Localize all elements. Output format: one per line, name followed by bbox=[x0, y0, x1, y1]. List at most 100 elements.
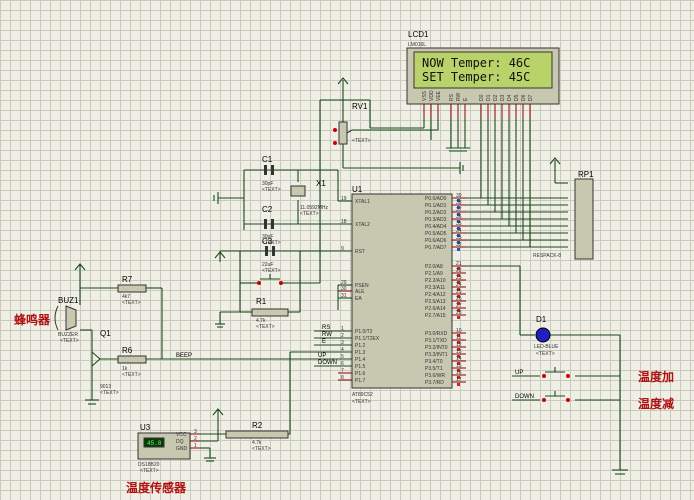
mcu-pin-name-12: P3.2/INT0 bbox=[425, 345, 448, 351]
up-button[interactable] bbox=[542, 367, 570, 378]
mcu-pin-num-27: 27 bbox=[456, 303, 462, 309]
mcu-pin-num-11: 11 bbox=[456, 335, 461, 341]
q1-transistor[interactable]: Q1 9013 <TEXT> bbox=[91, 329, 119, 396]
mcu-pin-name-14: P3.4/T0 bbox=[425, 359, 443, 365]
mcu-pin-num-35: 35 bbox=[456, 221, 462, 227]
lcd-module[interactable]: LCD1 LM016L NOW Temper: 46C SET Temper: … bbox=[406, 30, 560, 105]
rv1-text: <TEXT> bbox=[352, 138, 371, 144]
q1-model: 9013 bbox=[100, 384, 111, 390]
net-label-down-p1: DOWN bbox=[318, 360, 337, 366]
mcu-pin-name-7: P1.6 bbox=[355, 371, 366, 377]
r1-value: 4.7k bbox=[256, 318, 266, 324]
lcd-ref: LCD1 bbox=[408, 30, 429, 39]
label-buzzer: 蜂鸣器 bbox=[14, 312, 51, 327]
x1-value: 11.0592MHz bbox=[300, 205, 328, 211]
net-label-e: E bbox=[322, 339, 326, 345]
down-button[interactable] bbox=[542, 391, 570, 402]
sensor-pin-num-1: 1 bbox=[194, 443, 197, 449]
mcu-pin-num-25: 25 bbox=[456, 289, 462, 295]
net-label-up-btn: UP bbox=[515, 370, 523, 376]
mcu-pin-num-7: 7 bbox=[341, 368, 344, 374]
rp1-resistor-pack[interactable]: RP1 RESPACK-8 bbox=[533, 170, 594, 260]
mcu-pin-name-36: P0.3/AD3 bbox=[425, 217, 447, 223]
net-label-up-p1: UP bbox=[318, 353, 326, 359]
label-temp-up: 温度加 bbox=[638, 369, 674, 384]
d1-led[interactable]: D1 LED-BLUE <TEXT> bbox=[534, 315, 559, 357]
mcu-pin-num-24: 24 bbox=[456, 282, 462, 288]
ground-symbol-lcd bbox=[370, 162, 464, 174]
mcu-pin-name-37: P0.2/AD2 bbox=[425, 210, 447, 216]
sensor-pin-name-dq: DQ bbox=[176, 439, 184, 445]
buzzer-model: BUZZER bbox=[58, 332, 78, 338]
x1-crystal[interactable]: X1 11.0592MHz <TEXT> bbox=[290, 179, 328, 217]
mcu-pin-num-17: 17 bbox=[456, 377, 462, 383]
mcu-pin-num-16: 16 bbox=[456, 370, 462, 376]
sensor-pin-num-3: 3 bbox=[194, 429, 197, 435]
lcd-line-1: NOW Temper: 46C bbox=[422, 56, 530, 70]
c1-ref: C1 bbox=[262, 155, 273, 164]
r2-resistor[interactable]: R2 4.7k <TEXT> bbox=[225, 421, 289, 452]
rv1-potentiometer[interactable]: RV1 <TEXT> bbox=[333, 102, 371, 145]
mcu-pin-num-26: 26 bbox=[456, 296, 462, 302]
mcu-pin-name-32: P0.7/AD7 bbox=[425, 245, 447, 251]
mcu-pin-name-15: P3.5/T1 bbox=[425, 366, 443, 372]
lcd-model: LM016L bbox=[408, 42, 426, 48]
mcu-pin-name-27: P2.6/A14 bbox=[425, 306, 446, 312]
buzzer[interactable]: BUZ1 BUZZER <TEXT> bbox=[54, 296, 79, 344]
r6-resistor[interactable]: R6 1k <TEXT> bbox=[117, 346, 147, 378]
r2-ref: R2 bbox=[252, 421, 263, 430]
lcd-pin-d2: D2 bbox=[493, 94, 499, 101]
mcu-pin-num-13: 13 bbox=[456, 349, 462, 355]
sensor-pin-name-vcc: VCC bbox=[176, 432, 187, 438]
r1-resistor[interactable]: R1 4.7k <TEXT> bbox=[251, 297, 289, 330]
mcu-right-pin-labels: 39P0.0/AD038P0.1/AD137P0.2/AD236P0.3/AD3… bbox=[425, 193, 466, 386]
reset-button[interactable] bbox=[252, 274, 288, 285]
c3-capacitor[interactable]: C3 22uF <TEXT> bbox=[262, 237, 281, 274]
c1-capacitor[interactable]: C1 30pF <TEXT> bbox=[262, 155, 281, 193]
mcu-pin-num-34: 34 bbox=[456, 228, 462, 234]
mcu-pin-name-10: P3.0/RXD bbox=[425, 331, 448, 337]
net-label-rs: RS bbox=[322, 325, 330, 331]
d1-ref: D1 bbox=[536, 315, 547, 324]
c2-value: 30pF bbox=[262, 234, 273, 240]
q1-ref: Q1 bbox=[100, 329, 111, 338]
lcd-pin-rs: RS bbox=[449, 93, 455, 101]
lcd-pin-d7: D7 bbox=[528, 94, 534, 101]
mcu-pin-name-26: P2.5/A13 bbox=[425, 299, 446, 305]
r7-resistor[interactable]: R7 4k7 <TEXT> bbox=[117, 275, 147, 306]
r2-text: <TEXT> bbox=[252, 446, 271, 452]
mcu-pin-name-21: P2.0/A8 bbox=[425, 264, 443, 270]
mcu-pin-num-23: 23 bbox=[456, 275, 462, 281]
r2-value: 4.7k bbox=[252, 440, 262, 446]
net-label-down-btn: DOWN bbox=[515, 394, 534, 400]
mcu-pin-name-16: P3.6/WR bbox=[425, 373, 445, 379]
mcu-pin-num-14: 14 bbox=[456, 356, 462, 362]
mcu-pin-num-19: 19 bbox=[341, 196, 347, 202]
c2-capacitor[interactable]: C2 30pF <TEXT> bbox=[262, 205, 281, 246]
r7-ref: R7 bbox=[122, 275, 133, 284]
sensor-readout: 45.0 bbox=[147, 440, 162, 447]
mcu-pin-name-31: EA bbox=[355, 296, 362, 302]
mcu-pin-num-28: 28 bbox=[456, 310, 462, 316]
d1-model: LED-BLUE bbox=[534, 344, 559, 350]
mcu-pin-num-6: 6 bbox=[341, 361, 344, 367]
mcu-pin-name-3: P1.2 bbox=[355, 343, 366, 349]
lcd-pin-e: E bbox=[463, 97, 469, 101]
mcu-pin-num-8: 8 bbox=[341, 375, 344, 381]
mcu-pin-name-23: P2.2/A10 bbox=[425, 278, 446, 284]
mcu-pin-num-2: 2 bbox=[341, 333, 344, 339]
mcu-pin-name-9: RST bbox=[355, 249, 365, 255]
sensor-pin-name-gnd: GND bbox=[176, 446, 188, 452]
mcu-pin-num-18: 18 bbox=[341, 219, 347, 225]
c2-ref: C2 bbox=[262, 205, 273, 214]
mcu-pin-name-13: P3.3/INT1 bbox=[425, 352, 448, 358]
c3-text: <TEXT> bbox=[262, 268, 281, 274]
c1-text: <TEXT> bbox=[262, 187, 281, 193]
mcu-ref: U1 bbox=[352, 185, 363, 194]
mcu-pin-num-32: 32 bbox=[456, 242, 462, 248]
mcu-pin-name-17: P3.7/RD bbox=[425, 380, 444, 386]
